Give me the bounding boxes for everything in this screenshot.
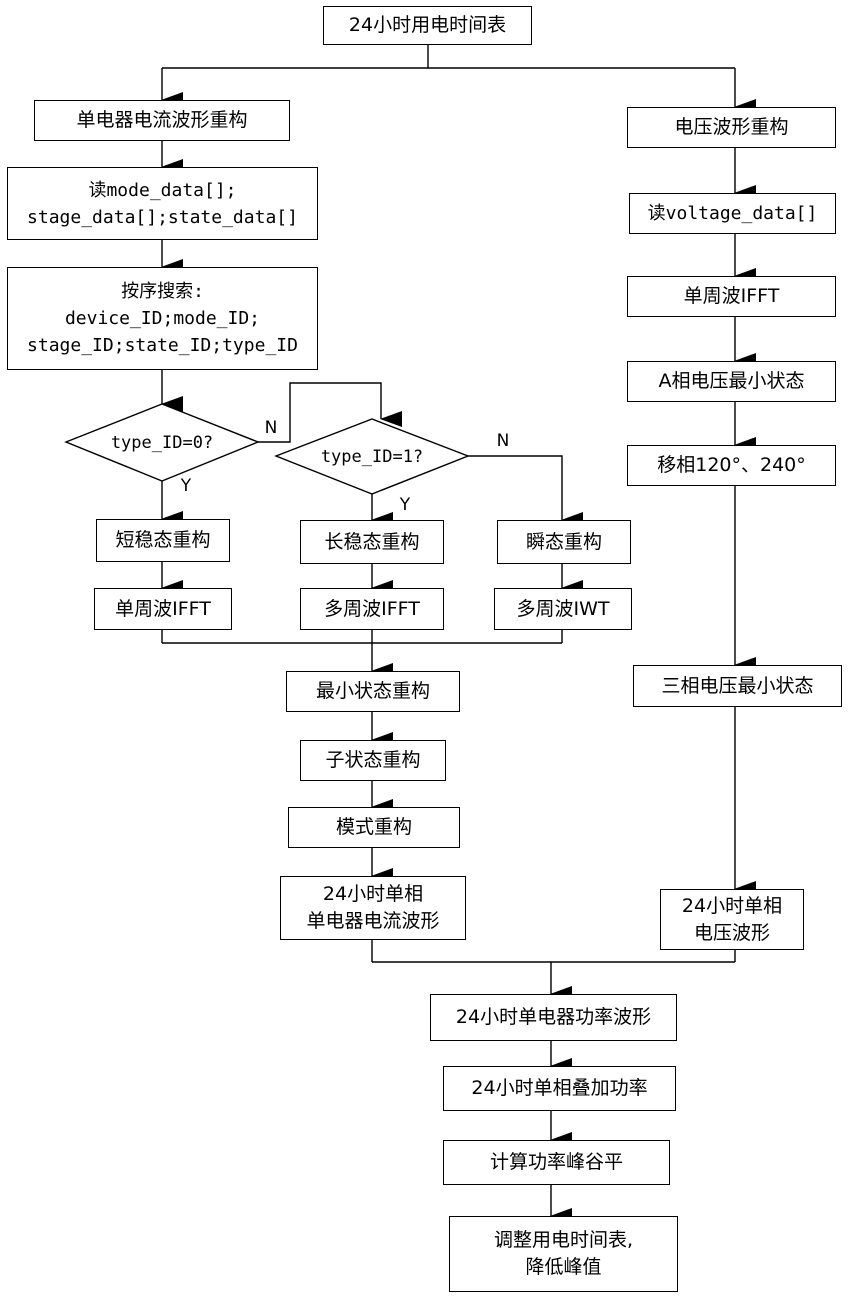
node-peak-valley-calc: 计算功率峰谷平 [443,1140,670,1185]
node-text-line: 24小时用电时间表 [349,12,506,39]
node-24h-voltage-waveform: 24小时单相电压波形 [660,889,804,950]
node-text-line: 24小时单相 [682,893,782,920]
node-text-line: 单电器电流波形 [306,908,439,935]
node-text-line: 电压波形重构 [674,114,788,141]
node-text: 短稳态重构 [115,527,210,554]
node-text: 计算功率峰谷平 [490,1149,623,1176]
node-text: 单周波IFFT [115,596,211,623]
node-short-steady: 短稳态重构 [96,519,230,562]
node-text-line: 短稳态重构 [115,527,210,554]
node-read-voltage: 读voltage_data[] [629,193,836,234]
node-text: 24小时单电器功率波形 [456,1004,651,1031]
node-text-line: 单电器电流波形重构 [76,107,247,134]
node-text: 读voltage_data[] [648,200,818,227]
node-text-line: 读mode_data[]; [27,177,298,204]
node-24h-current-waveform: 24小时单相单电器电流波形 [280,876,466,940]
node-text-line: 24小时单相叠加功率 [471,1075,647,1102]
label-yes-type0: Y [181,477,191,495]
node-text-line: stage_data[];state_data[] [27,204,298,231]
node-text: 模式重构 [336,814,412,841]
node-text-line: 多周波IFFT [324,596,420,623]
node-text: 按序搜索:device_ID;mode_ID;stage_ID;state_ID… [27,278,298,359]
node-text-line: A相电压最小状态 [659,368,805,395]
node-three-phase-min-state: 三相电压最小状态 [633,665,842,707]
node-text-line: 子状态重构 [325,747,420,774]
node-phase-a-min-state: A相电压最小状态 [627,361,836,402]
node-multi-cycle-iwt: 多周波IWT [494,588,632,630]
node-text-line: 长稳态重构 [324,529,419,556]
node-voltage-reconstruction: 电压波形重构 [627,107,836,148]
node-current-reconstruction: 单电器电流波形重构 [34,100,290,141]
node-text-line: 24小时单电器功率波形 [456,1004,651,1031]
node-text-line: 计算功率峰谷平 [490,1149,623,1176]
node-text-line: 电压波形 [682,920,782,947]
node-text: 子状态重构 [325,747,420,774]
label-no-type0: N [265,419,278,437]
node-multi-cycle-ifft: 多周波IFFT [300,588,444,630]
node-text-line: 24小时单相 [306,881,439,908]
node-sequential-search: 按序搜索:device_ID;mode_ID;stage_ID;state_ID… [7,267,318,370]
node-text-line: stage_ID;state_ID;type_ID [27,332,298,359]
node-24h-summed-power: 24小时单相叠加功率 [443,1066,676,1111]
decision-text-type1: type_ID=1? [321,447,423,467]
node-text-line: 模式重构 [336,814,412,841]
node-sub-state-reconstruction: 子状态重构 [300,740,446,781]
node-adjust-schedule: 调整用电时间表,降低峰值 [449,1216,678,1292]
node-mode-reconstruction: 模式重构 [288,807,460,848]
node-text-line: 降低峰值 [494,1254,633,1281]
node-voltage-ifft: 单周波IFFT [627,276,836,317]
node-phase-shift: 移相120°、240° [627,445,836,486]
node-text: 瞬态重构 [526,529,602,556]
node-text-line: 移相120°、240° [657,452,806,479]
node-text-line: 按序搜索: [27,278,298,305]
node-text-line: 单周波IFFT [684,283,780,310]
node-text: 调整用电时间表,降低峰值 [494,1227,633,1281]
node-text-line: 多周波IWT [517,596,610,623]
node-text-line: 调整用电时间表, [494,1227,633,1254]
node-long-steady: 长稳态重构 [300,520,444,564]
label-yes-type1: Y [400,496,410,514]
node-text-line: 最小状态重构 [316,678,430,705]
node-text-line: 单周波IFFT [115,596,211,623]
node-text: 24小时单相电压波形 [682,893,782,947]
node-24h-power-waveform: 24小时单电器功率波形 [430,994,677,1041]
node-text-line: 三相电压最小状态 [661,673,813,700]
node-text: 多周波IWT [517,596,610,623]
node-read-data: 读mode_data[];stage_data[];state_data[] [7,167,318,240]
node-transient: 瞬态重构 [497,520,631,564]
node-text-line: 瞬态重构 [526,529,602,556]
node-text: 三相电压最小状态 [661,673,813,700]
node-text: 单电器电流波形重构 [76,107,247,134]
connector-arrow [468,456,562,520]
node-text: 电压波形重构 [674,114,788,141]
node-usage-table: 24小时用电时间表 [323,6,532,45]
node-single-cycle-ifft: 单周波IFFT [94,588,232,630]
node-text: 多周波IFFT [324,596,420,623]
node-text: 24小时用电时间表 [349,12,506,39]
node-text-line: device_ID;mode_ID; [27,305,298,332]
node-text: 24小时单相叠加功率 [471,1075,647,1102]
node-text-line: 读voltage_data[] [648,200,818,227]
label-no-type1: N [497,432,510,450]
node-text: 24小时单相单电器电流波形 [306,881,439,935]
node-text: 读mode_data[];stage_data[];state_data[] [27,177,298,231]
node-text: A相电压最小状态 [659,368,805,395]
node-text: 长稳态重构 [324,529,419,556]
node-text: 最小状态重构 [316,678,430,705]
node-text: 移相120°、240° [657,452,806,479]
decision-text-type0: type_ID=0? [111,433,213,453]
node-text: 单周波IFFT [684,283,780,310]
node-min-state-reconstruction: 最小状态重构 [286,671,460,712]
